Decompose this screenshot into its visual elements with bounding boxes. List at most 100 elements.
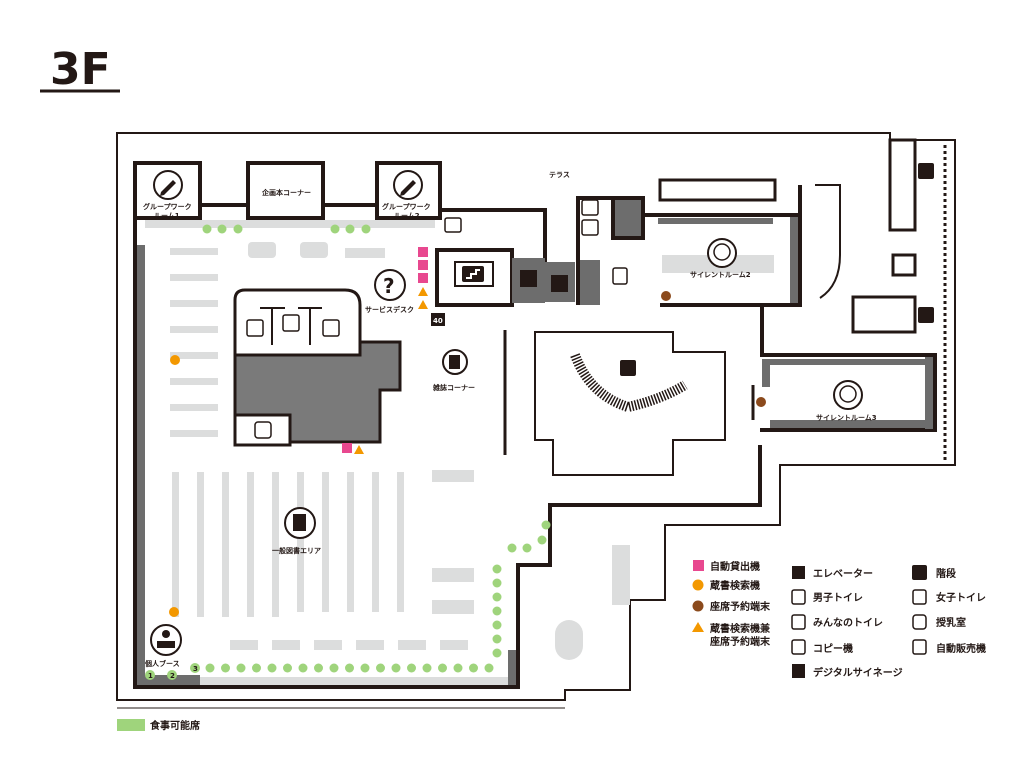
elevator-icon bbox=[520, 270, 537, 287]
legend-label: エレベーター bbox=[813, 568, 873, 580]
self-checkout-marker bbox=[342, 443, 352, 453]
bookshelf bbox=[170, 300, 218, 307]
digital-signage-icon bbox=[431, 313, 445, 326]
eating-seat bbox=[345, 224, 355, 234]
terrace-label: テラス bbox=[549, 171, 570, 179]
terrace-planter bbox=[815, 184, 841, 299]
self-checkout-marker bbox=[418, 260, 428, 270]
eating-seat bbox=[298, 663, 308, 673]
silent-room-3-wall bbox=[760, 305, 937, 432]
legend-label: 座席予約端末 bbox=[709, 635, 771, 648]
male-toilet-icon bbox=[246, 319, 264, 337]
stairs-icon bbox=[912, 565, 927, 580]
legend-label: デジタルサイネージ bbox=[813, 666, 903, 679]
stairs-icon bbox=[620, 360, 636, 376]
male-toilet-icon bbox=[791, 589, 806, 605]
legend-label: 女子トイレ bbox=[936, 591, 986, 604]
stairs-icon bbox=[918, 307, 934, 323]
female-toilet-icon bbox=[322, 319, 340, 337]
table bbox=[314, 640, 342, 650]
eating-seat bbox=[205, 663, 215, 673]
table bbox=[248, 242, 276, 258]
toilet-block-2 bbox=[576, 196, 645, 305]
booth-3 bbox=[190, 663, 200, 673]
group-work-room-1 bbox=[133, 161, 202, 220]
eating-seat bbox=[202, 224, 212, 234]
eating-seat bbox=[314, 663, 323, 673]
bookshelf bbox=[170, 378, 218, 385]
bookshelves bbox=[170, 248, 468, 650]
eating-seat bbox=[507, 543, 517, 553]
eating-seat bbox=[422, 663, 432, 673]
silent-room-2-label: サイレントルーム2 bbox=[690, 271, 751, 279]
eating-seat bbox=[360, 663, 370, 673]
eating-seat bbox=[492, 592, 502, 602]
eating-seat bbox=[522, 543, 532, 553]
table bbox=[272, 640, 300, 650]
east-stair-shaft bbox=[888, 138, 917, 232]
bookshelf bbox=[172, 472, 179, 617]
pink-square-icon bbox=[693, 560, 704, 571]
planning-corner-label: 企画本コーナー bbox=[261, 188, 311, 197]
bookshelf bbox=[322, 472, 329, 612]
reading-person-icon bbox=[150, 624, 182, 656]
silent3-band-right bbox=[925, 357, 933, 429]
table bbox=[300, 242, 328, 258]
bookshelf bbox=[170, 430, 218, 437]
eating-seat bbox=[453, 663, 463, 673]
booth-number: 2 bbox=[170, 672, 175, 680]
eating-seat bbox=[217, 224, 227, 234]
bookshelf bbox=[170, 274, 218, 281]
service-desk-label: サービスデスク bbox=[365, 305, 414, 314]
bottom-floor-band bbox=[200, 677, 515, 685]
eating-seat bbox=[283, 663, 292, 673]
brown-circle-icon bbox=[692, 600, 704, 612]
booth-number: 3 bbox=[193, 665, 198, 673]
bookshelf bbox=[170, 404, 218, 411]
orange-circle-icon bbox=[692, 579, 704, 591]
svg-text:?: ? bbox=[383, 274, 395, 298]
eating-seat bbox=[376, 663, 385, 673]
eating-seat bbox=[267, 663, 277, 673]
legend-label: 階段 bbox=[936, 567, 956, 580]
catalog-terminal-marker bbox=[169, 607, 179, 617]
accessible-toilet-icon bbox=[791, 614, 806, 630]
signage-number: 40 bbox=[433, 317, 443, 325]
eating-seat bbox=[492, 634, 502, 644]
eating-seats bbox=[202, 224, 551, 673]
copier-icon bbox=[791, 639, 806, 655]
library-wall bbox=[133, 218, 762, 689]
legend-label: 授乳室 bbox=[936, 616, 966, 629]
legend-label: 自動販売機 bbox=[936, 642, 986, 655]
group-work-room-1-label-2: ルーム1 bbox=[154, 212, 180, 220]
bookshelf bbox=[272, 472, 279, 617]
elevator-icon bbox=[551, 275, 568, 292]
eating-seat bbox=[537, 535, 547, 545]
silent3-band-top2 bbox=[770, 359, 925, 365]
east-stairs bbox=[851, 295, 917, 334]
legend-label: みんなのトイレ bbox=[813, 617, 883, 629]
quiet-face-icon bbox=[707, 238, 737, 268]
spiral-staircase bbox=[570, 353, 688, 413]
bookshelf bbox=[197, 472, 204, 617]
eating-seat bbox=[345, 663, 354, 673]
private-booth-label: 個人ブース bbox=[144, 659, 180, 668]
legend-label: 蔵書検索機 bbox=[710, 579, 760, 592]
vending-machine-icon bbox=[612, 267, 628, 285]
eating-seat bbox=[330, 224, 340, 234]
terrace-table bbox=[555, 620, 583, 660]
bookshelf bbox=[222, 472, 229, 617]
legend: 自動貸出機 蔵書検索機 座席予約端末 蔵書検索機兼 座席予約端末 エレベーター … bbox=[117, 560, 986, 732]
eating-seat bbox=[438, 663, 447, 673]
magazine-corner-label: 雑誌コーナー bbox=[432, 383, 475, 392]
top-floor-band bbox=[145, 220, 435, 228]
silent-room-3-label: サイレントルーム3 bbox=[816, 414, 877, 422]
accessible-toilet-icon bbox=[282, 314, 300, 332]
table bbox=[356, 640, 384, 650]
eating-seat-swatch bbox=[117, 719, 145, 731]
eating-seat bbox=[252, 663, 261, 673]
group-work-room-2-label: グループワーク bbox=[382, 202, 431, 211]
male-toilet-icon bbox=[581, 219, 599, 236]
booth-1 bbox=[145, 670, 155, 680]
